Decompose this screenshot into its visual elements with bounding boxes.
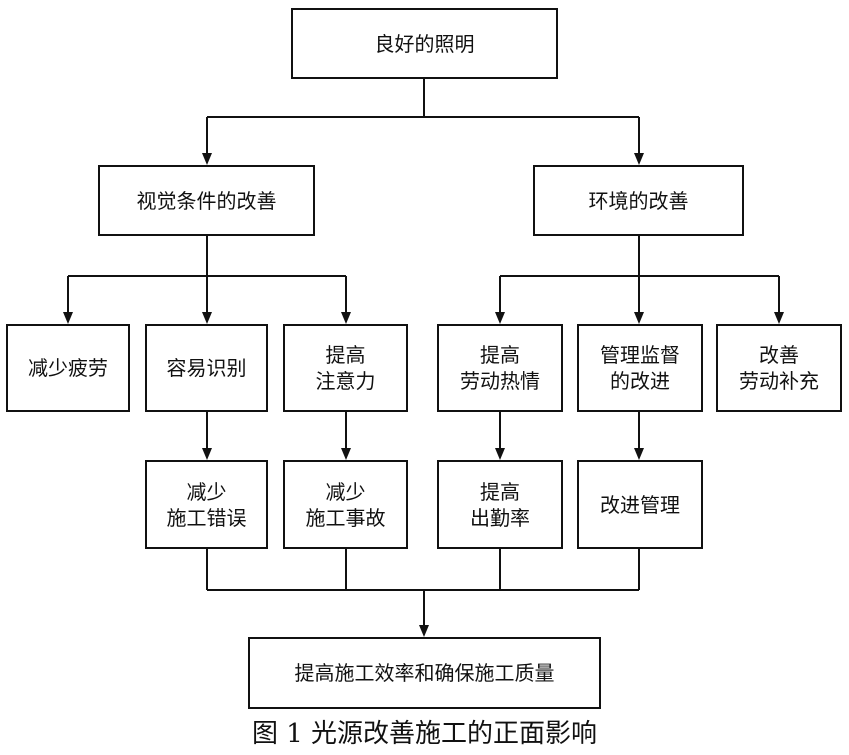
arrowhead	[495, 448, 505, 460]
node-efficiency-quality: 提高施工效率和确保施工质量	[248, 637, 601, 709]
node-environment-improvement: 环境的改善	[533, 165, 744, 236]
arrowhead	[634, 153, 644, 165]
arrowhead	[202, 312, 212, 324]
arrowhead	[634, 448, 644, 460]
node-raise-attention: 提高 注意力	[283, 324, 408, 412]
arrowhead	[202, 448, 212, 460]
arrowhead	[202, 153, 212, 165]
arrowhead	[495, 312, 505, 324]
arrowhead	[774, 312, 784, 324]
node-reduce-accidents: 减少 施工事故	[283, 460, 408, 549]
node-raise-attendance: 提高 出勤率	[437, 460, 563, 549]
node-labor-supplement: 改善 劳动补充	[716, 324, 842, 412]
arrowhead	[63, 312, 73, 324]
node-easy-recognition: 容易识别	[145, 324, 268, 412]
node-raise-enthusiasm: 提高 劳动热情	[437, 324, 563, 412]
node-good-lighting: 良好的照明	[291, 8, 558, 79]
arrowhead	[419, 625, 429, 637]
node-reduce-fatigue: 减少疲劳	[6, 324, 130, 412]
node-improve-management: 改进管理	[577, 460, 703, 549]
arrowhead	[634, 312, 644, 324]
figure-caption: 图 1 光源改善施工的正面影响	[251, 719, 598, 749]
node-visual-improvement: 视觉条件的改善	[98, 165, 315, 236]
node-management-supervision: 管理监督 的改进	[577, 324, 703, 412]
node-reduce-errors: 减少 施工错误	[145, 460, 268, 549]
arrowhead	[341, 448, 351, 460]
arrowhead	[341, 312, 351, 324]
